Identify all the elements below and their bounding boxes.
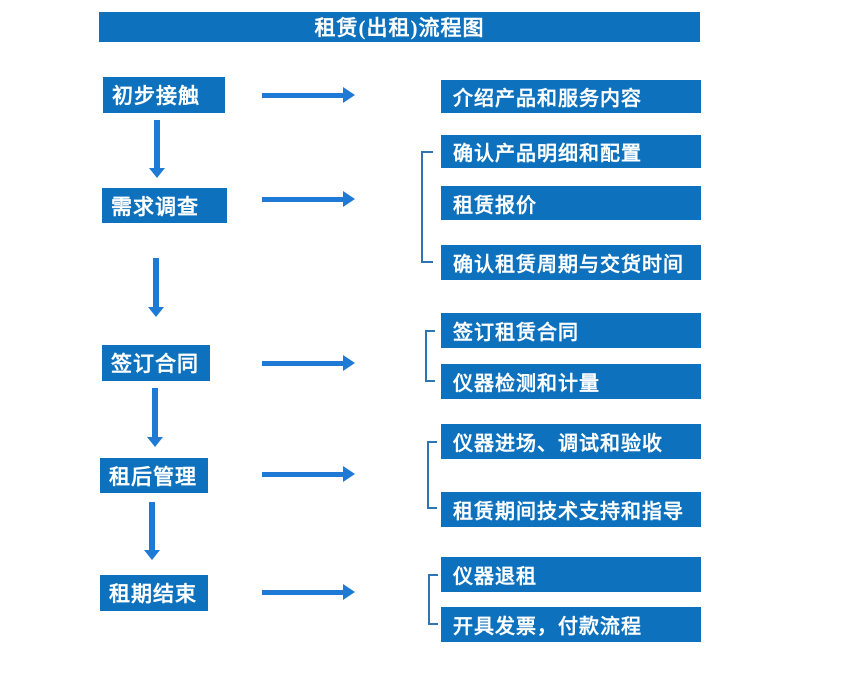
bracket-connector bbox=[425, 330, 435, 382]
output-box-instrument-testing: 仪器检测和计量 bbox=[441, 364, 701, 399]
arrow-right-icon bbox=[262, 466, 355, 482]
step-box-post-rental-management: 租后管理 bbox=[100, 458, 208, 493]
arrow-head bbox=[149, 168, 165, 178]
arrow-head bbox=[343, 466, 355, 482]
arrow-down-icon bbox=[147, 388, 163, 447]
step-box-sign-contract: 签订合同 bbox=[102, 345, 210, 381]
arrow-head bbox=[343, 355, 355, 371]
arrow-shaft bbox=[152, 388, 158, 437]
arrow-head bbox=[147, 437, 163, 447]
arrow-shaft bbox=[262, 361, 344, 366]
arrow-down-icon bbox=[148, 258, 164, 317]
arrow-shaft bbox=[153, 258, 159, 307]
arrow-head bbox=[343, 87, 355, 103]
arrow-right-icon bbox=[262, 355, 355, 371]
bracket-connector bbox=[428, 574, 438, 625]
output-box-introduce-products: 介绍产品和服务内容 bbox=[441, 80, 701, 113]
bracket-connector bbox=[427, 441, 437, 509]
output-box-instrument-arrival: 仪器进场、调试和验收 bbox=[441, 424, 701, 459]
arrow-head bbox=[144, 550, 160, 560]
arrow-head bbox=[343, 584, 355, 600]
arrow-right-icon bbox=[262, 584, 355, 600]
arrow-shaft bbox=[262, 93, 344, 98]
arrow-down-icon bbox=[144, 502, 160, 560]
output-box-confirm-period-delivery: 确认租赁周期与交货时间 bbox=[441, 245, 701, 280]
page-title: 租赁(出租)流程图 bbox=[99, 12, 700, 42]
output-box-invoice-payment: 开具发票，付款流程 bbox=[441, 607, 701, 642]
output-box-tech-support: 租赁期间技术支持和指导 bbox=[441, 492, 701, 527]
output-box-rental-quote: 租赁报价 bbox=[441, 186, 701, 220]
step-box-initial-contact: 初步接触 bbox=[103, 77, 225, 113]
arrow-right-icon bbox=[262, 191, 355, 207]
output-box-confirm-details: 确认产品明细和配置 bbox=[441, 135, 701, 168]
step-box-rental-end: 租期结束 bbox=[100, 575, 208, 611]
bracket-connector bbox=[421, 151, 433, 263]
output-box-sign-rental-contract: 签订租赁合同 bbox=[441, 313, 701, 348]
step-box-needs-survey: 需求调查 bbox=[102, 188, 227, 223]
arrow-shaft bbox=[149, 502, 155, 550]
arrow-head bbox=[343, 191, 355, 207]
arrow-shaft bbox=[262, 197, 344, 202]
arrow-shaft bbox=[154, 120, 160, 168]
arrow-head bbox=[148, 307, 164, 317]
output-box-instrument-return: 仪器退租 bbox=[441, 557, 701, 592]
arrow-down-icon bbox=[149, 120, 165, 178]
arrow-shaft bbox=[262, 590, 344, 595]
arrow-right-icon bbox=[262, 87, 355, 103]
arrow-shaft bbox=[262, 472, 344, 477]
